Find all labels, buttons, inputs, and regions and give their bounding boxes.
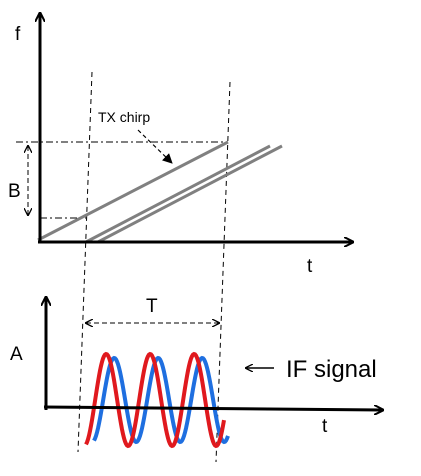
top-y-axis-label: f (15, 24, 21, 45)
if-signal-label: IF signal (286, 356, 377, 383)
period-label: T (146, 296, 158, 317)
rx-chirp-line-1 (85, 144, 271, 244)
tx-chirp-line (37, 140, 229, 242)
right-time-guide (215, 81, 231, 463)
tx-chirp-label: TX chirp (98, 109, 150, 125)
chirp-pointer-arrow (137, 129, 173, 164)
bottom-x-axis-label: t (322, 416, 328, 437)
bottom-x-axis (43, 407, 382, 410)
if-signal-wave-secondary (92, 355, 230, 445)
bottom-panel: A t T IF signal (10, 296, 382, 449)
rx-chirp-line-2 (97, 144, 283, 244)
bottom-y-axis-label: A (10, 344, 23, 365)
bandwidth-label: B (8, 181, 21, 202)
top-x-axis-label: t (307, 256, 313, 277)
top-panel: f t B TX chirp (8, 14, 352, 463)
if-signal-wave-primary (84, 351, 226, 449)
left-time-guide (77, 71, 93, 453)
